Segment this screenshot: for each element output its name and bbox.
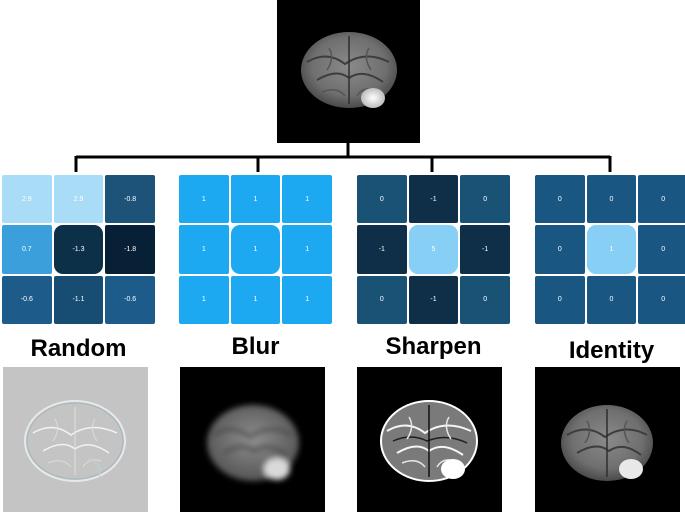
kernel-cell: 1: [282, 275, 332, 324]
kernel-cell: 0: [460, 275, 510, 324]
identity-output-image: [535, 367, 680, 512]
kernel-cell: 5: [408, 225, 459, 274]
kernel-cell: 0: [638, 225, 685, 274]
kernel-cell: -0.6: [2, 275, 52, 324]
branch-connector: [74, 143, 612, 172]
random-output-image: [3, 367, 148, 512]
kernel-cell: -0.6: [105, 275, 155, 324]
kernel-cell: -1: [408, 175, 459, 224]
kernel-cell: 0: [460, 175, 510, 224]
kernel-cell: -1: [357, 225, 407, 274]
brain-scan-graphic: [301, 32, 397, 108]
kernel-cell: 0: [586, 275, 637, 324]
filter-label-random: Random: [30, 335, 127, 362]
kernel-cell: -1: [408, 275, 459, 324]
kernel-cell: -1.8: [105, 225, 155, 274]
edge-map-graphic: [24, 400, 126, 482]
kernel-cell: 1: [282, 225, 332, 274]
kernel-cell: 0: [535, 275, 585, 324]
filter-label-blur: Blur: [231, 333, 280, 360]
kernel-cell: -1.3: [53, 225, 104, 274]
kernel-cell: 2.9: [53, 175, 104, 224]
kernel-cell: 0: [535, 225, 585, 274]
sharpened-brain-graphic: [380, 400, 478, 482]
kernel-cell: 1: [230, 275, 281, 324]
kernel-cell: 0: [357, 275, 407, 324]
kernel-cell: 2.9: [2, 175, 52, 224]
kernel-cell: 0: [357, 175, 407, 224]
kernel-cell: 1: [179, 175, 229, 224]
kernel-cell: 0: [535, 175, 585, 224]
filter-label-identity: Identity: [568, 337, 655, 364]
kernel-cell: 1: [586, 225, 637, 274]
kernel-cell: -0.8: [105, 175, 155, 224]
input-brain-mri-image: [277, 0, 420, 143]
identity-brain-graphic: [561, 405, 653, 481]
kernel-cell: -1.1: [53, 275, 104, 324]
kernel-cell: 1: [179, 225, 229, 274]
kernel-cell: 1: [282, 175, 332, 224]
kernel-cell: 0.7: [2, 225, 52, 274]
blur-output-image: [180, 367, 325, 512]
kernel-cell: 0: [638, 175, 685, 224]
kernel-cell: 1: [230, 175, 281, 224]
kernel-cell: 1: [230, 225, 281, 274]
kernel-cell: 1: [179, 275, 229, 324]
sharpen-output-image: [357, 367, 502, 512]
filter-label-sharpen: Sharpen: [385, 333, 482, 360]
kernel-cell: -1: [460, 225, 510, 274]
blurred-brain-graphic: [207, 405, 299, 481]
kernel-cell: 0: [586, 175, 637, 224]
kernel-cell: 0: [638, 275, 685, 324]
